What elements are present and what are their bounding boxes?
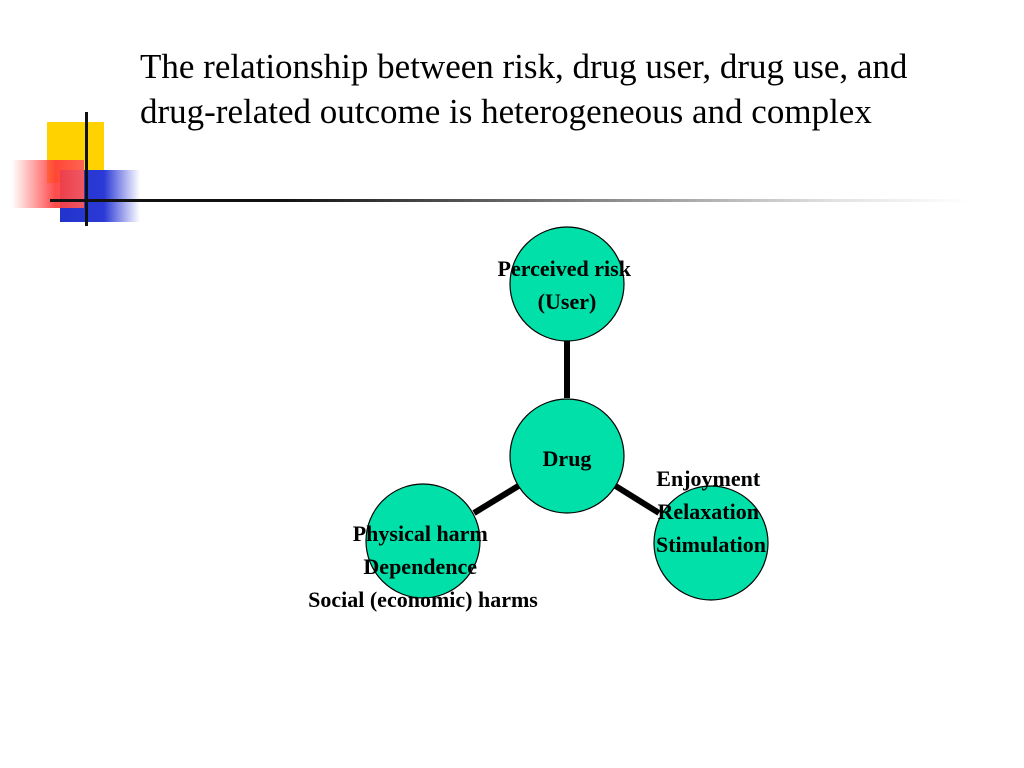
node-right-line: Stimulation: [656, 532, 766, 557]
node-center-label: Drug: [543, 446, 592, 471]
node-left-label: Physical harm Dependence Social (economi…: [308, 521, 538, 612]
node-top-line: (User): [538, 289, 597, 314]
node-right-circle: [653, 485, 769, 601]
node-left-line: Physical harm: [353, 521, 488, 546]
node-right-line: Enjoyment: [656, 466, 761, 491]
node-top-label: Perceived risk (User): [498, 256, 637, 314]
node-center-circle: [509, 398, 625, 514]
slide-title: The relationship between risk, drug user…: [140, 47, 908, 131]
node-top-circle: [509, 226, 625, 342]
node-left-line: Dependence: [363, 554, 477, 579]
node-left-circle: [365, 483, 481, 599]
node-left-line: Social (economic) harms: [308, 587, 538, 612]
node-right-label: Enjoyment Relaxation Stimulation: [656, 466, 766, 557]
ornament-vertical-line: [85, 112, 88, 226]
node-right-line: Relaxation: [658, 499, 759, 524]
title-underline: [50, 199, 970, 202]
connector-center-left: [472, 482, 522, 516]
connector-center-right: [612, 482, 661, 516]
node-top-line: Perceived risk: [498, 256, 632, 281]
